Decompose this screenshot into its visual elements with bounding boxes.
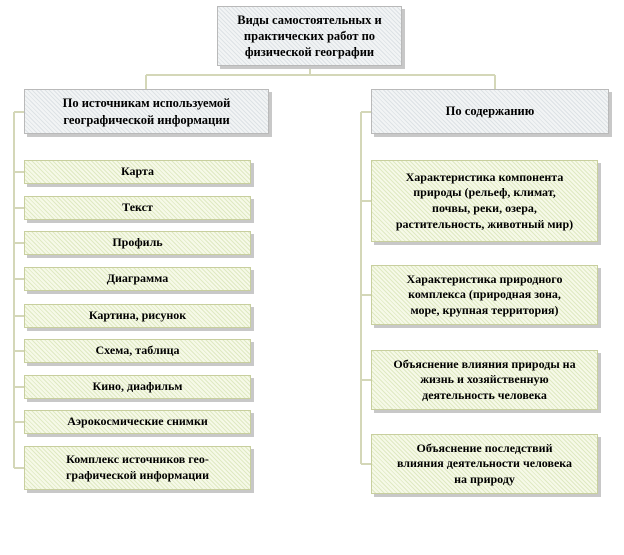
box-text-line: море, крупная территория) — [410, 302, 559, 317]
box-text-line: По источникам используемой — [62, 96, 231, 111]
box-text-line: Виды самостоятельных и — [237, 12, 382, 27]
box-text-line: По содержанию — [445, 104, 535, 119]
box-text: Карта — [121, 164, 154, 180]
box-text-line: практических работ по — [243, 28, 376, 43]
box-text-line: Картина, рисунок — [88, 308, 187, 323]
box-text: Профиль — [112, 235, 162, 251]
right-category-box: По содержанию — [371, 89, 609, 134]
box-text-line: Текст — [122, 200, 153, 215]
box-text: По содержанию — [446, 103, 535, 119]
box-text-line: Характеристика природного — [406, 271, 563, 286]
box-text-line: физической географии — [244, 45, 375, 60]
box-text: Картина, рисунок — [89, 308, 186, 324]
box-text: Комплекс источников гео-графической инфо… — [66, 452, 209, 483]
box-text: Аэрокосмические снимки — [67, 414, 208, 430]
box-text: Текст — [122, 200, 153, 216]
box-text: Диаграмма — [107, 271, 169, 287]
left-item-kartina: Картина, рисунок — [24, 304, 251, 328]
box-text-line: Профиль — [112, 235, 163, 250]
box-text-line: Схема, таблица — [95, 343, 180, 358]
box-text-line: комплекса (природная зона, — [408, 287, 561, 302]
box-text-line: деятельность человека — [422, 387, 547, 402]
box-text-line: Карта — [120, 164, 155, 179]
box-text-line: графической информации — [65, 468, 210, 482]
left-item-aerokosmicheskie: Аэрокосмические снимки — [24, 410, 251, 434]
box-text-line: Характеристика компонента — [405, 169, 564, 184]
box-text-line: жизнь и хозяйственную — [420, 372, 549, 387]
box-text-line: географической информации — [63, 112, 230, 127]
box-text-line: почвы, реки, озера, — [432, 201, 537, 215]
box-text-line: Кино, диафильм — [92, 379, 183, 394]
box-text-line: влияния деятельности человека — [396, 456, 573, 471]
box-text-line: на природу — [454, 471, 515, 486]
box-text: Схема, таблица — [95, 343, 179, 359]
box-text: Кино, диафильм — [93, 379, 183, 395]
left-item-karta: Карта — [24, 160, 251, 184]
box-text-line: Комплекс источников гео- — [66, 452, 209, 467]
left-item-tekst: Текст — [24, 196, 251, 220]
left-item-kino: Кино, диафильм — [24, 375, 251, 399]
box-text-line: Аэрокосмические снимки — [67, 414, 208, 429]
left-item-kompleks: Комплекс источников гео-графической инфо… — [24, 446, 251, 490]
box-text-line: Объяснение последствий — [416, 440, 553, 455]
left-item-profil: Профиль — [24, 231, 251, 255]
left-item-skhema: Схема, таблица — [24, 339, 251, 363]
box-text-line: Объяснение влияния природы на — [393, 356, 576, 371]
box-text-line: Диаграмма — [106, 271, 169, 286]
left-item-diagramma: Диаграмма — [24, 267, 251, 291]
box-text-line: растительность, животный мир) — [395, 216, 574, 231]
box-text-line: природы (рельеф, климат, — [413, 185, 556, 200]
